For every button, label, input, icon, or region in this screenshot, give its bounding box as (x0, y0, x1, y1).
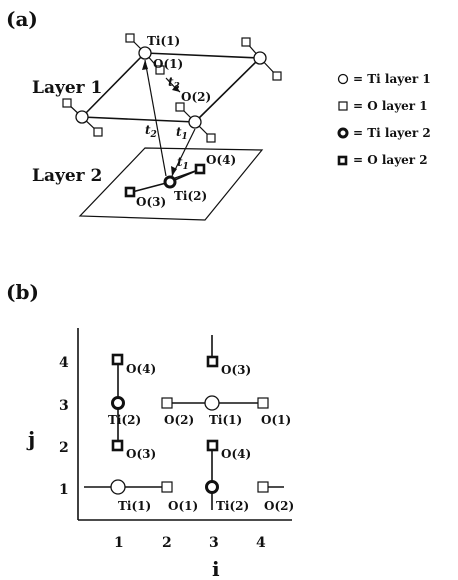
site-label: O(4) (126, 362, 156, 376)
y-tick: 2 (59, 440, 69, 456)
o-atom (93, 127, 103, 137)
legend-ti1-icon (337, 73, 349, 85)
legend-ti1-text: = Ti layer 1 (353, 72, 431, 86)
ti2-atom-a (163, 175, 177, 189)
ti1-atom-a (138, 46, 152, 60)
site-o2 (257, 481, 269, 493)
o-atom (272, 71, 282, 81)
site-o3 (111, 439, 124, 452)
site-o4 (111, 353, 124, 366)
y-axis-label: j (26, 427, 35, 451)
site-ti2 (111, 396, 125, 410)
site-label: Ti(2) (108, 413, 141, 427)
ti2-label-a: Ti(2) (174, 189, 207, 203)
legend-o2-text: = O layer 2 (353, 153, 428, 167)
layer2-plane (78, 147, 264, 221)
site-ti1 (110, 479, 126, 495)
site-o1 (161, 481, 173, 493)
lattice-sites (110, 353, 269, 495)
o4-label-a: O(4) (206, 153, 236, 167)
legend: = Ti layer 1 = O layer 1 = Ti layer 2 = … (337, 72, 431, 167)
o-atom (175, 102, 185, 112)
site-label: O(3) (126, 447, 156, 461)
t3-label: t3 (168, 75, 180, 92)
hopping-arrows (142, 59, 196, 179)
site-label: O(2) (164, 413, 194, 427)
site-o2 (161, 397, 173, 409)
site-label: Ti(1) (118, 499, 151, 513)
layer2-label: Layer 2 (32, 166, 102, 186)
site-label: O(3) (221, 363, 251, 377)
site-label: O(1) (168, 499, 198, 513)
y-tick: 3 (59, 398, 69, 414)
o-atom (241, 37, 251, 47)
site-o1 (257, 397, 269, 409)
x-tick: 2 (162, 535, 172, 551)
legend-o1-text: = O layer 1 (353, 99, 428, 113)
x-tick: 1 (114, 535, 124, 551)
site-ti2 (205, 480, 219, 494)
site-o3 (206, 355, 219, 368)
o-atom (206, 133, 216, 143)
panel-b-label: (b) (6, 280, 39, 304)
y-tick: 1 (59, 482, 69, 498)
site-label: Ti(2) (216, 499, 249, 513)
site-label: O(2) (264, 499, 294, 513)
x-axis-label: i (212, 557, 220, 580)
legend-o2-icon (337, 155, 348, 166)
ti-atom (253, 51, 267, 65)
legend-ti2-text: = Ti layer 2 (353, 126, 431, 140)
layer1-label: Layer 1 (32, 78, 102, 98)
y-tick: 4 (59, 355, 69, 371)
ti1-label-a: Ti(1) (147, 34, 180, 48)
o3-label-a: O(3) (136, 195, 166, 209)
t2-label: t2 (145, 123, 157, 140)
legend-o1-icon (338, 101, 348, 111)
o-atom (62, 98, 72, 108)
o-atom (125, 33, 135, 43)
o3-atom-a (124, 186, 136, 198)
panel-a-label: (a) (6, 7, 38, 31)
site-ti1 (204, 395, 220, 411)
ti-atom (75, 110, 89, 124)
t1-label: t1 (176, 125, 188, 142)
o2-label-a: O(2) (181, 90, 211, 104)
site-o4 (206, 439, 219, 452)
o4-atom-a (194, 163, 206, 175)
x-tick: 3 (209, 535, 219, 551)
site-label: O(1) (261, 413, 291, 427)
site-label: Ti(1) (209, 413, 242, 427)
o1-atom-a (155, 65, 165, 75)
legend-ti2-icon (337, 127, 349, 139)
layer1-atoms (62, 33, 282, 143)
ti-atom (188, 115, 202, 129)
o1-label-a: O(1) (153, 57, 183, 71)
x-tick: 4 (256, 535, 266, 551)
t1b-label: t1 (177, 155, 189, 172)
site-label: O(4) (221, 447, 251, 461)
